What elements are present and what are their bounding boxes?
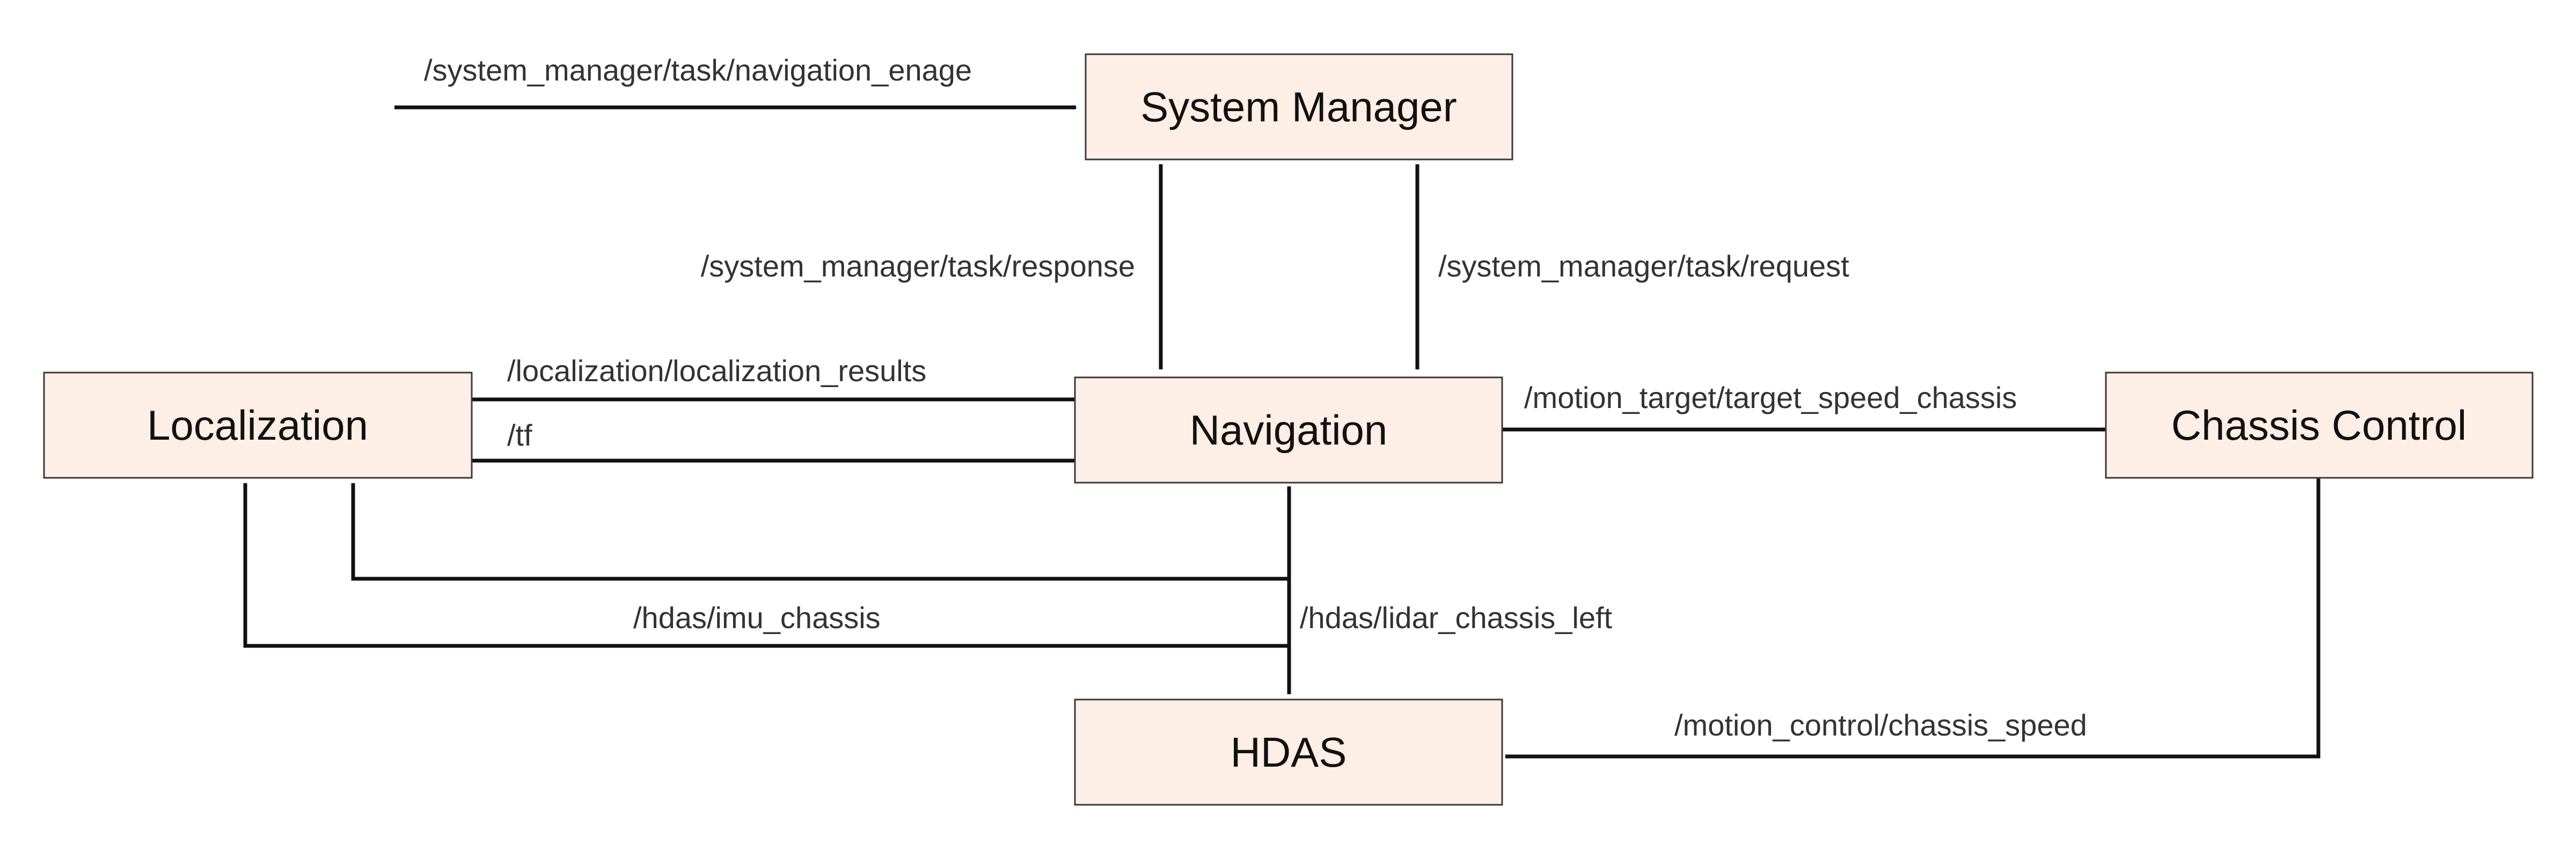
- arrow-chassis-speed: [1504, 478, 2321, 759]
- edge-label-task-request: /system_manager/task/request: [1438, 249, 1849, 283]
- node-chassis-control: Chassis Control: [2105, 372, 2534, 479]
- edge-chassis-speed: /motion_control/chassis_speed: [1504, 478, 2321, 759]
- edge-label-task-response: /system_manager/task/response: [701, 249, 1135, 283]
- edge-target-speed-chassis: /motion_target/target_speed_chassis: [1502, 381, 2107, 432]
- arrow-lidar-to-localization: [351, 482, 1289, 581]
- edge-task-request: /system_manager/task/request: [1415, 164, 1849, 370]
- edge-task-response: /system_manager/task/response: [701, 163, 1163, 369]
- edge-label-localization-results: /localization/localization_results: [507, 354, 926, 388]
- edge-label-lidar-chassis-left: /hdas/lidar_chassis_left: [1300, 601, 1613, 635]
- arrow-imu-chassis: [243, 482, 1289, 648]
- edge-imu-chassis: /hdas/imu_chassis: [243, 482, 1289, 648]
- node-label-navigation: Navigation: [1190, 406, 1388, 454]
- edge-label-chassis-speed: /motion_control/chassis_speed: [1674, 708, 2087, 742]
- node-label-system-manager: System Manager: [1140, 83, 1457, 130]
- node-label-chassis-control: Chassis Control: [2171, 402, 2467, 449]
- edge-label-tf: /tf: [507, 418, 532, 452]
- node-system-manager: System Manager: [1085, 53, 1513, 161]
- edge-label-imu-chassis: /hdas/imu_chassis: [633, 601, 881, 635]
- node-localization: Localization: [43, 372, 473, 479]
- edge-navigation-enage: /system_manager/task/navigation_enage: [394, 53, 1077, 110]
- node-label-hdas: HDAS: [1231, 729, 1347, 776]
- edge-tf: /tf: [472, 418, 1077, 463]
- edge-lidar-to-localization: [351, 482, 1289, 581]
- edge-localization-results: /localization/localization_results: [472, 354, 1077, 402]
- edge-lidar-chassis-left: /hdas/lidar_chassis_left: [1287, 485, 1613, 694]
- node-navigation: Navigation: [1074, 376, 1503, 484]
- node-hdas: HDAS: [1074, 698, 1503, 806]
- node-label-localization: Localization: [147, 402, 368, 449]
- edge-label-target-speed-chassis: /motion_target/target_speed_chassis: [1524, 381, 2017, 414]
- edge-label-navigation-enage: /system_manager/task/navigation_enage: [424, 53, 972, 87]
